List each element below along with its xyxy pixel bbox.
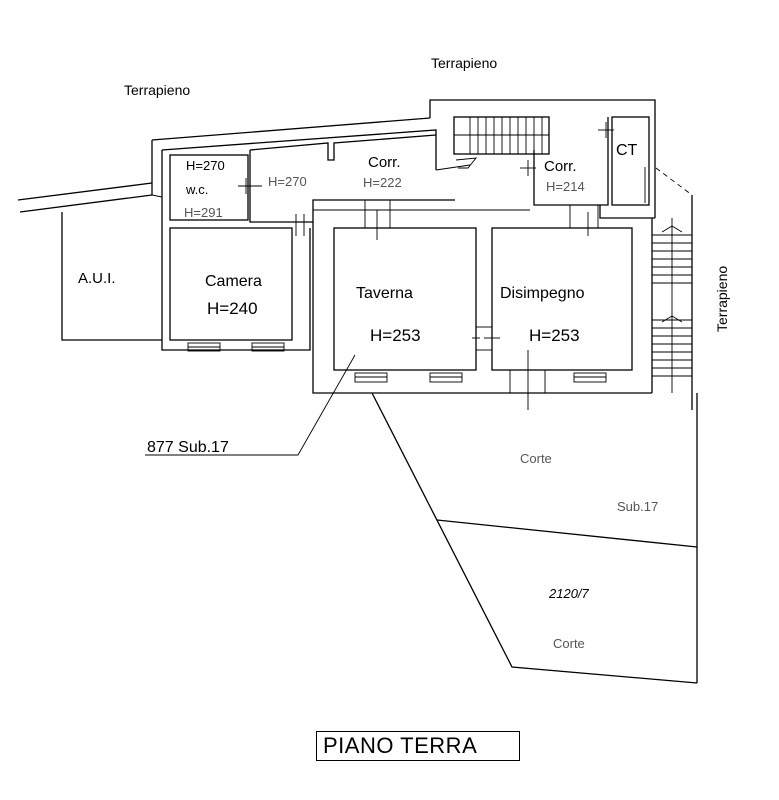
aui-label: A.U.I. — [78, 270, 116, 287]
disimpegno-label: Disimpegno — [500, 285, 585, 302]
wc-height-bottom-label: H=291 — [184, 205, 223, 220]
wc-height-top-label: H=270 — [186, 158, 225, 173]
disimpegno-height-label: H=253 — [529, 326, 580, 345]
corte-2-label: Corte — [553, 636, 585, 651]
taverna-windows — [354, 372, 463, 383]
terrapieno-left-label: Terrapieno — [124, 82, 190, 98]
wc-label: w.c. — [185, 182, 208, 197]
stair-treads-top — [454, 117, 549, 154]
parcel-877-label: 877 Sub.17 — [147, 439, 229, 456]
corte-1-label: Corte — [520, 451, 552, 466]
camera-height-label: H=240 — [207, 299, 258, 318]
corridor-2-label: Corr. — [544, 158, 577, 175]
plan-labels: Terrapieno Terrapieno Terrapieno H=270 w… — [78, 55, 730, 651]
taverna-label: Taverna — [356, 285, 413, 302]
camera-windows — [187, 342, 285, 352]
corridor-1-label: Corr. — [368, 154, 401, 171]
ct-label: CT — [616, 142, 638, 159]
corridor-2-height-label: H=214 — [546, 179, 585, 194]
terrapieno-top-label: Terrapieno — [431, 55, 497, 71]
camera-label: Camera — [205, 273, 262, 290]
parcel-leader-line — [145, 354, 356, 456]
parcel-2120-label: 2120/7 — [548, 586, 590, 601]
building-walls — [17, 99, 698, 684]
courtyard-boundaries — [371, 392, 698, 684]
room-height-label: H=270 — [268, 174, 307, 189]
terrapieno-right-label: Terrapieno — [714, 266, 730, 332]
taverna-height-label: H=253 — [370, 326, 421, 345]
plan-title: PIANO TERRA — [316, 731, 520, 761]
corridor-1-height-label: H=222 — [363, 175, 402, 190]
sub17-label: Sub.17 — [617, 499, 658, 514]
external-stair — [651, 167, 693, 410]
